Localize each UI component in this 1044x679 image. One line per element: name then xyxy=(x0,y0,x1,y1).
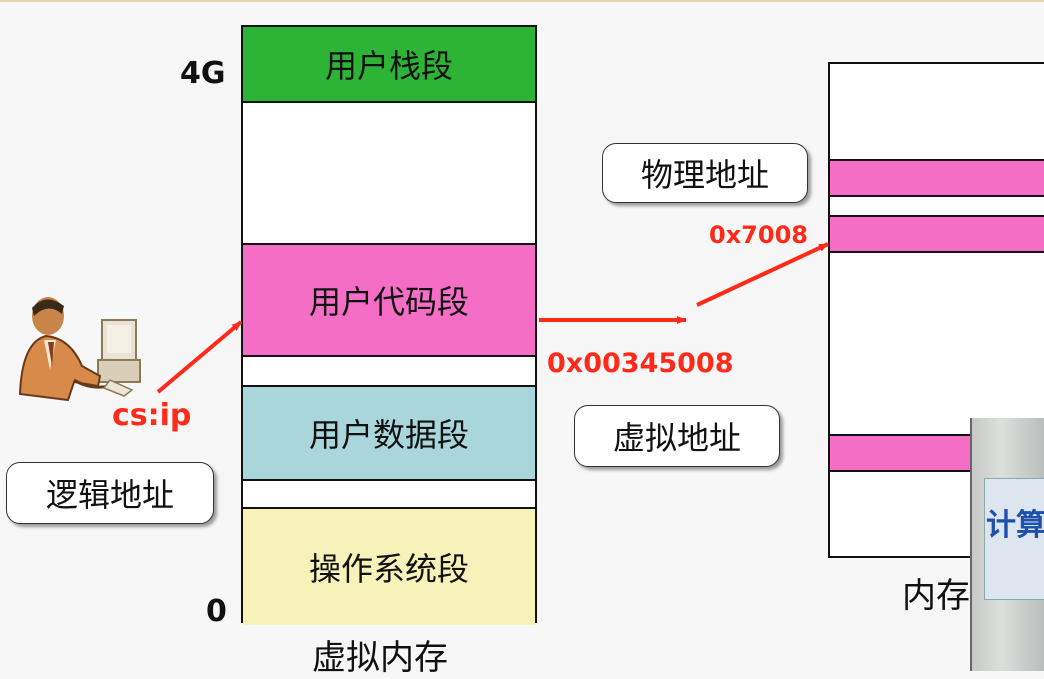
logical-address-callout-text: 逻辑地址 xyxy=(46,470,174,516)
person-at-computer-icon xyxy=(14,290,144,410)
virtual-address-callout-text: 虚拟地址 xyxy=(613,413,741,459)
logical-to-virtual-arrow xyxy=(158,322,241,392)
physical-address-value: 0x7008 xyxy=(709,221,808,249)
virtual-address-callout: 虚拟地址 xyxy=(574,405,780,467)
virtual-address-value: 0x00345008 xyxy=(547,348,734,379)
physical-address-callout: 物理地址 xyxy=(602,143,808,203)
physical-address-arrow xyxy=(697,244,828,305)
presenter-photo-overlay: 计算 xyxy=(970,418,1044,671)
physical-address-callout-text: 物理地址 xyxy=(641,150,769,196)
photo-sign-text: 计算 xyxy=(986,500,1044,544)
logical-address-callout: 逻辑地址 xyxy=(6,462,214,524)
